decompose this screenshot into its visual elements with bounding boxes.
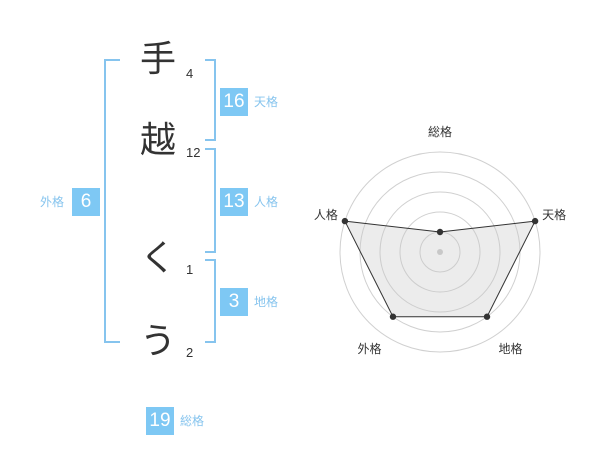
radar-axis-label: 外格 [357, 341, 381, 356]
soukaku-label: 総格 [180, 414, 205, 428]
radar-point [436, 228, 444, 236]
soukaku-badge: 19 [146, 407, 174, 435]
gaikaku-label: 外格 [40, 195, 65, 209]
radar-grid-ring [339, 151, 541, 353]
radar-grid-ring [399, 211, 481, 293]
tenkaku-bracket [205, 59, 216, 141]
name-char-1: 手 [139, 39, 176, 80]
radar-grid-ring [379, 191, 501, 313]
radar-axis-label: 天格 [542, 207, 566, 222]
radar-point [341, 217, 349, 225]
tenkaku-badge: 16 [220, 88, 248, 116]
radar-axis-label: 人格 [314, 207, 338, 222]
tenkaku-label: 天格 [254, 95, 279, 109]
stroke-count-3: 1 [186, 262, 194, 277]
radar-center-point [437, 249, 443, 255]
radar-point [531, 217, 539, 225]
radar-point [483, 313, 491, 320]
radar-point [389, 313, 397, 320]
jinkaku-label: 人格 [254, 195, 279, 209]
gaikaku-badge: 6 [72, 188, 100, 216]
name-char-3: く [139, 238, 176, 279]
chikaku-bracket [205, 259, 216, 343]
stroke-count-2: 12 [186, 145, 201, 160]
stroke-count-4: 2 [186, 345, 194, 360]
name-char-4: う [139, 321, 176, 362]
radar-polygon [344, 220, 536, 318]
stroke-count-1: 4 [186, 66, 194, 81]
chikaku-badge: 3 [220, 288, 248, 316]
chikaku-label: 地格 [254, 295, 279, 309]
radar-axis-label: 総格 [428, 124, 452, 139]
jinkaku-bracket [205, 148, 216, 253]
name-char-2: 越 [139, 120, 176, 161]
jinkaku-badge: 13 [220, 188, 248, 216]
radar-axis-label: 地格 [499, 341, 523, 356]
gaikaku-bracket [104, 59, 120, 343]
